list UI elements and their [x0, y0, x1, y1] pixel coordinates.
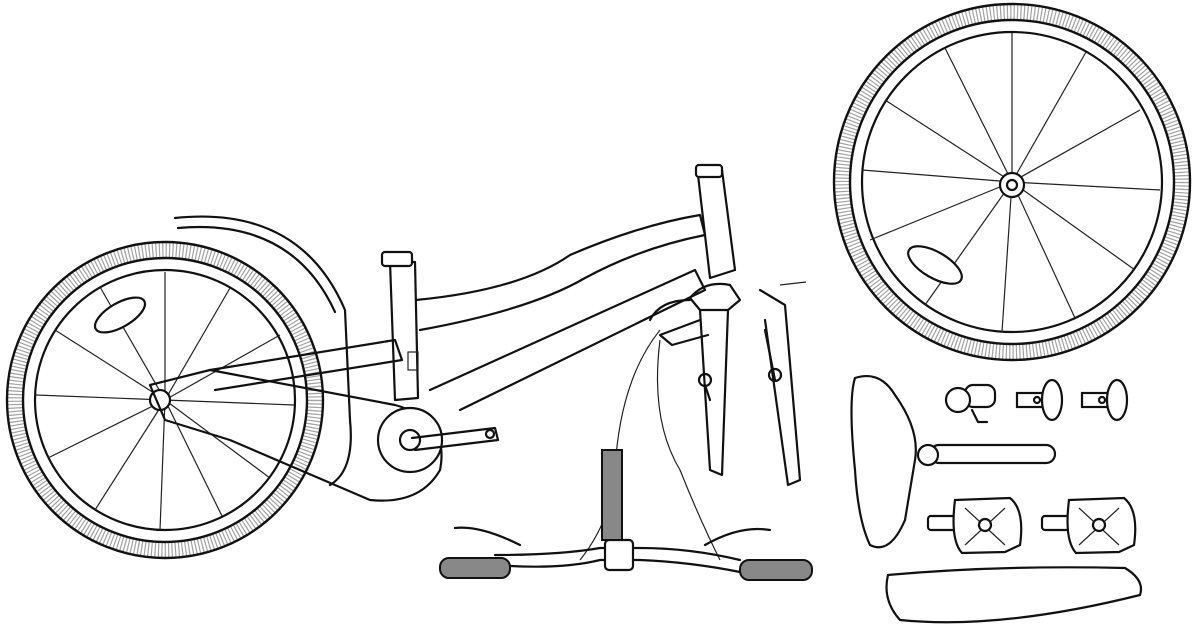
front-fork: [648, 281, 807, 487]
rear-fender: [173, 215, 352, 487]
rear-wheel: [5, 240, 325, 560]
chain-guard: [148, 368, 500, 502]
pedal-left: [926, 496, 1023, 555]
axle-bolt-right: [1080, 378, 1129, 422]
front-wheel: [832, 2, 1192, 362]
front-fender: [885, 566, 1143, 624]
saddle-seatpost: [850, 374, 1057, 549]
frame: [208, 163, 737, 412]
pedal-right: [1040, 496, 1137, 555]
handlebar: [439, 449, 813, 581]
bell: [944, 383, 997, 424]
axle-bolt-left: [1015, 378, 1064, 422]
